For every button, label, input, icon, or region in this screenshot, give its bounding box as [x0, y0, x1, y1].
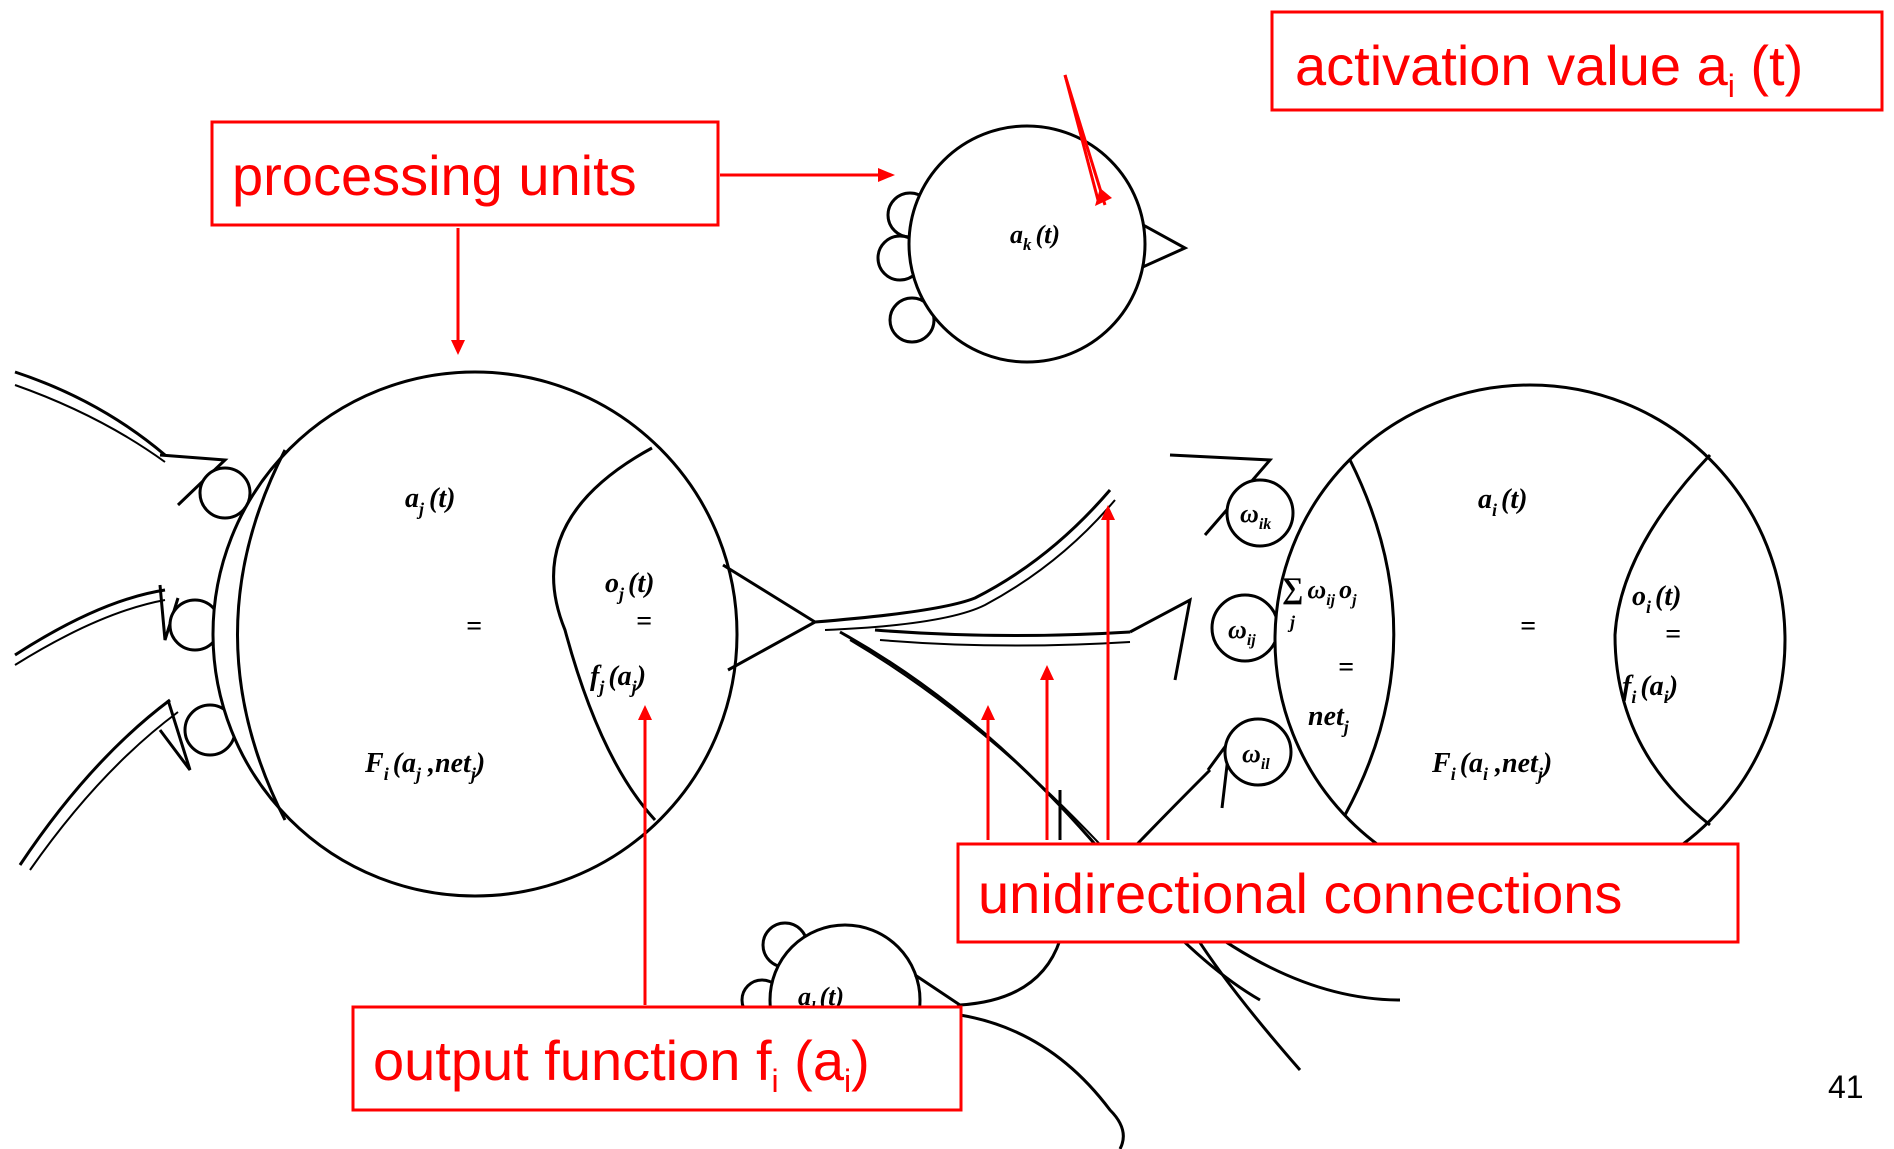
unit-j-input-axon-top — [14, 370, 166, 457]
unit-j-input-terminal-bottom — [158, 699, 192, 771]
annotation-arrows — [451, 74, 1115, 1005]
arrowhead-processing-units-right — [878, 168, 895, 182]
label-activation-value-text: activation value ai (t) — [1295, 34, 1803, 104]
unit-i-weight-ik: ωik — [1240, 499, 1271, 533]
unit-i-sum-index: j — [1287, 612, 1296, 632]
branch-middle-inner — [879, 639, 1131, 647]
unit-i-net: netj — [1308, 701, 1350, 737]
unit-l-axon — [959, 939, 1062, 1007]
unit-j-output-function: fj(aj) — [590, 661, 646, 697]
label-processing-units-text: processing units — [232, 144, 637, 207]
unit-j-activation: aj(t) — [405, 483, 455, 519]
branch-middle-terminal — [1129, 597, 1193, 681]
arrow-activation-value-shaft — [1063, 74, 1100, 201]
unit-j-input-axon-bottom — [18, 698, 171, 866]
unit-j-output: oj(t) — [605, 568, 654, 604]
unit-j-output-region — [552, 446, 657, 822]
unit-i-output-equals: = — [1665, 619, 1681, 650]
unit-j-output-equals: = — [636, 606, 652, 637]
branch-upper — [814, 489, 1112, 624]
unit-j: aj(t) = Fi(aj ,netj) oj(t) = fj(aj) — [14, 370, 818, 898]
unit-j-function: Fi(aj ,netj) — [364, 748, 485, 784]
unit-j-input-region — [236, 449, 287, 821]
label-output-function-text: output function fi (ai) — [373, 1029, 870, 1099]
branch-middle — [874, 628, 1131, 638]
unit-j-input-axon-mid — [14, 588, 166, 657]
arrowhead-output-function — [638, 705, 652, 720]
label-processing-units-box — [210, 120, 720, 227]
label-activation-value-box — [1270, 10, 1884, 112]
unit-j-input-axon-bottom-inner — [29, 711, 179, 871]
arrowhead-connection-middle — [1040, 665, 1054, 680]
unit-i-equals: = — [1520, 611, 1536, 642]
unit-j-input-axon-top-inner — [14, 384, 166, 463]
arrowhead-processing-units-down — [451, 340, 465, 355]
branch-upper-inner — [824, 499, 1116, 631]
unit-j-synapse-top — [198, 466, 252, 520]
unit-i-output: oi(t) — [1632, 581, 1681, 617]
unit-k-body — [907, 124, 1147, 364]
connection-branches — [814, 489, 1401, 1071]
unit-k: ak(t) — [876, 124, 1189, 364]
unit-i-input-region — [1343, 459, 1396, 816]
label-output-function: output function fi (ai) — [351, 1005, 963, 1112]
label-unidirectional: unidirectional connections — [956, 842, 1740, 944]
label-activation-value: activation value ai (t) — [1270, 10, 1884, 112]
arrowhead-connection-upper — [1101, 505, 1115, 520]
unit-l-axon-lower — [959, 1013, 1125, 1149]
label-unidirectional-box — [956, 842, 1740, 944]
page-number: 41 — [1828, 1069, 1864, 1105]
unit-k-synapse-bottom — [888, 296, 936, 344]
branch-to-right-bottom — [1193, 934, 1302, 1071]
unit-j-equals: = — [466, 611, 482, 642]
unit-j-input-axon-mid-inner — [14, 599, 166, 666]
unit-i-activation: ai(t) — [1478, 484, 1527, 520]
arrowhead-connection-lower — [981, 705, 995, 720]
unit-k-activation: ak(t) — [1010, 220, 1060, 254]
unit-i-output-function: fi(ai) — [1622, 671, 1678, 707]
label-unidirectional-text: unidirectional connections — [978, 862, 1622, 925]
unit-i-weight-ij: ωij — [1228, 615, 1256, 649]
unit-j-body — [211, 370, 739, 898]
label-processing-units: processing units — [210, 120, 720, 227]
branch-lower — [839, 630, 1261, 1002]
unit-i-sum-equals: = — [1338, 652, 1354, 683]
branch-lower-inner — [849, 639, 1111, 856]
unit-i-output-region — [1613, 453, 1712, 827]
unit-j-input-terminal-top — [159, 453, 229, 507]
arrowhead-activation-value — [1095, 188, 1112, 206]
unit-i-synapse-bottom — [1223, 717, 1293, 787]
unit-i-weight-il: ωil — [1242, 739, 1270, 773]
unit-i-function: Fi(ai ,netj) — [1431, 748, 1552, 784]
unit-i-synapse-top — [1225, 478, 1295, 548]
label-output-function-box — [351, 1005, 963, 1112]
